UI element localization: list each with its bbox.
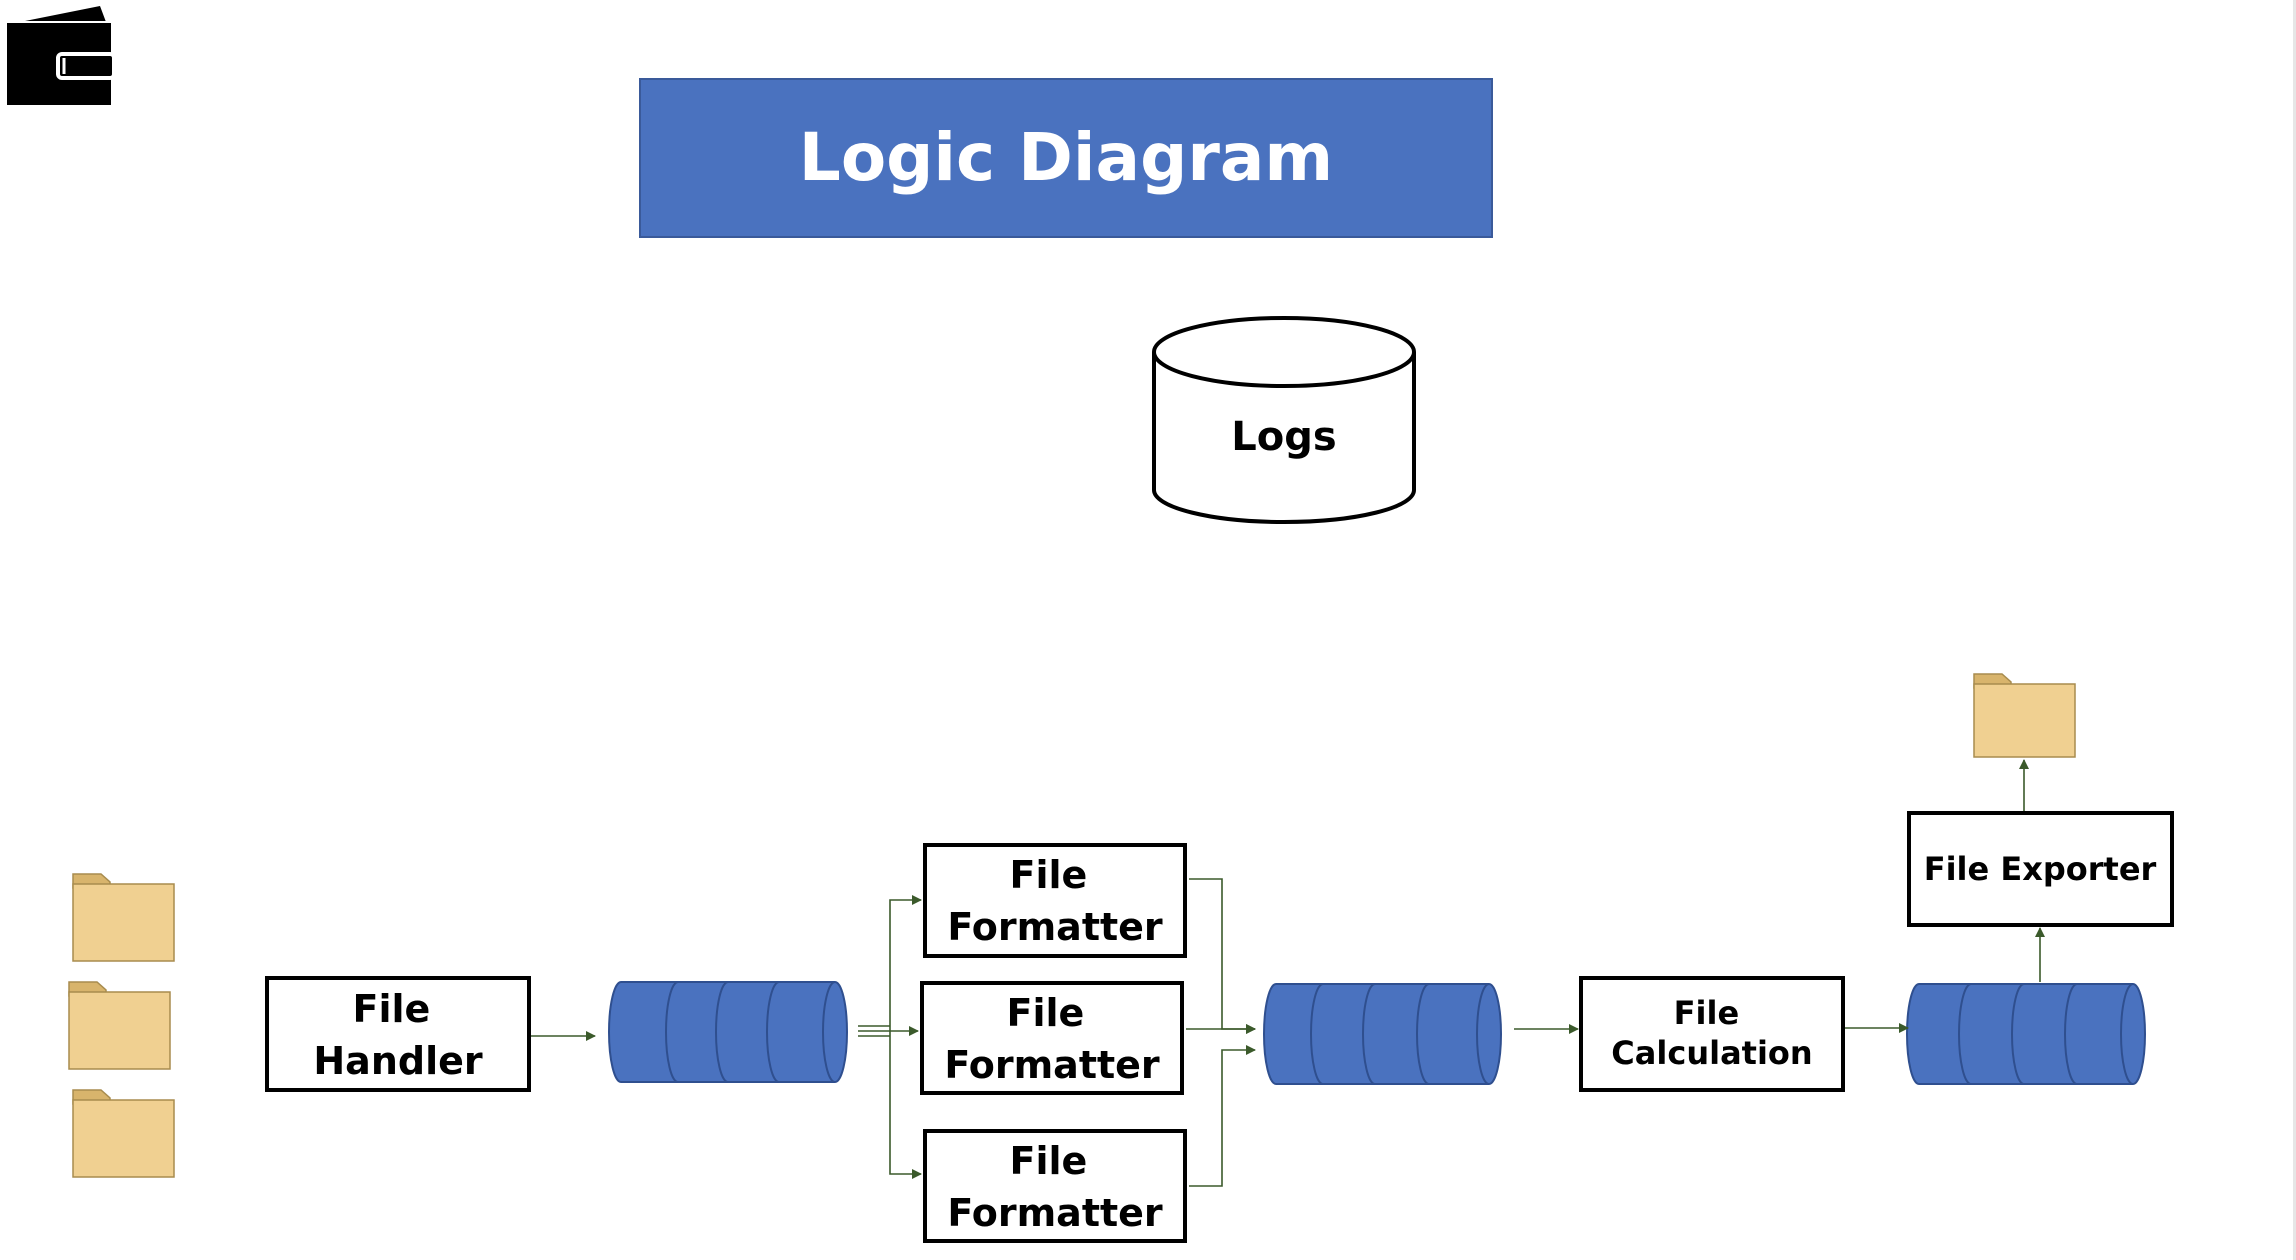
file-calculation-node[interactable]: File Calculation <box>1579 976 1845 1092</box>
scrollbar[interactable] <box>2293 0 2296 1260</box>
svg-text:File Calculation: File Calculation <box>1611 994 1812 1072</box>
diagram-title: Logic Diagram <box>799 119 1333 196</box>
arrow-formatter1-to-queue2 <box>1189 878 1256 1034</box>
arrow-queue1-to-formatter1 <box>889 895 922 1031</box>
svg-text:File Formatter: File Formatter <box>944 991 1160 1087</box>
queue-1[interactable] <box>608 981 848 1083</box>
file-exporter-label: File Exporter <box>1924 850 2157 888</box>
arrow-formatter3-to-queue2 <box>1189 1045 1256 1187</box>
formatter-3-label-line1: File <box>1009 1139 1087 1183</box>
file-formatter-node-3[interactable]: File Formatter <box>923 1129 1187 1243</box>
queue-3[interactable] <box>1906 983 2146 1085</box>
formatter-2-label-line2: Formatter <box>944 1043 1160 1087</box>
logs-label: Logs <box>1231 414 1336 460</box>
file-calculation-label-line1: File <box>1674 994 1740 1032</box>
file-exporter-node[interactable]: File Exporter <box>1907 811 2174 927</box>
title-banner: Logic Diagram <box>639 78 1493 238</box>
wallet-icon[interactable] <box>5 6 116 107</box>
input-folder-2[interactable] <box>68 981 171 1070</box>
formatter-1-label-line2: Formatter <box>947 905 1163 949</box>
logs-database[interactable]: Logs <box>1152 316 1416 524</box>
output-folder[interactable] <box>1973 673 2076 758</box>
input-folder-1[interactable] <box>72 873 175 962</box>
file-handler-label-line1: File <box>352 987 430 1031</box>
input-folder-3[interactable] <box>72 1089 175 1178</box>
svg-text:File Formatter: File Formatter <box>947 1139 1163 1235</box>
svg-text:File Handler: File Handler <box>313 987 482 1083</box>
formatter-2-label-line1: File <box>1006 991 1084 1035</box>
arrow-queue1-to-formatter3 <box>889 1031 922 1179</box>
file-formatter-node-1[interactable]: File Formatter <box>923 843 1187 958</box>
file-calculation-label-line2: Calculation <box>1611 1034 1812 1072</box>
file-handler-node[interactable]: File Handler <box>265 976 531 1092</box>
formatter-1-label-line1: File <box>1009 853 1087 897</box>
file-formatter-node-2[interactable]: File Formatter <box>920 981 1184 1095</box>
svg-text:File Formatter: File Formatter <box>947 853 1163 949</box>
file-handler-label-line2: Handler <box>313 1039 482 1083</box>
connectors <box>531 759 2045 1187</box>
formatter-3-label-line2: Formatter <box>947 1191 1163 1235</box>
queue-2[interactable] <box>1263 983 1502 1085</box>
